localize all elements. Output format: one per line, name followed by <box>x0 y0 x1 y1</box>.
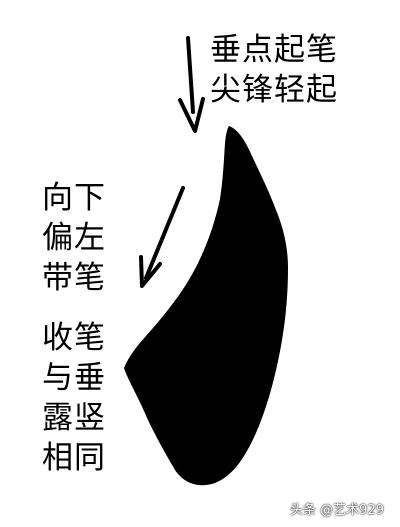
label-group-top: 垂点起笔 尖锋轻起 <box>210 30 338 110</box>
label-bottom-line-4: 相同 <box>42 440 106 476</box>
top-arrow-shaft <box>186 36 195 114</box>
label-middle-line-1: 向下 <box>42 180 106 216</box>
label-bottom-line-3: 露竖 <box>42 400 106 436</box>
label-middle-line-3: 带笔 <box>42 260 106 296</box>
label-bottom-line-1: 收笔 <box>42 320 106 356</box>
label-bottom-line-2: 与垂 <box>42 360 106 396</box>
label-top-line-2: 尖锋轻起 <box>210 72 338 108</box>
label-top-line-1: 垂点起笔 <box>210 32 338 68</box>
label-group-middle: 向下 偏左 带笔 <box>42 178 106 298</box>
label-group-bottom: 收笔 与垂 露竖 相同 <box>42 318 106 478</box>
label-middle-line-2: 偏左 <box>42 220 106 256</box>
watermark-text: 头条 @艺术929 <box>290 503 384 518</box>
middle-arrow-shaft <box>144 186 185 280</box>
middle-arrow-head <box>139 255 162 288</box>
top-arrow-head <box>178 97 205 133</box>
brush-stroke-shape <box>124 126 288 486</box>
